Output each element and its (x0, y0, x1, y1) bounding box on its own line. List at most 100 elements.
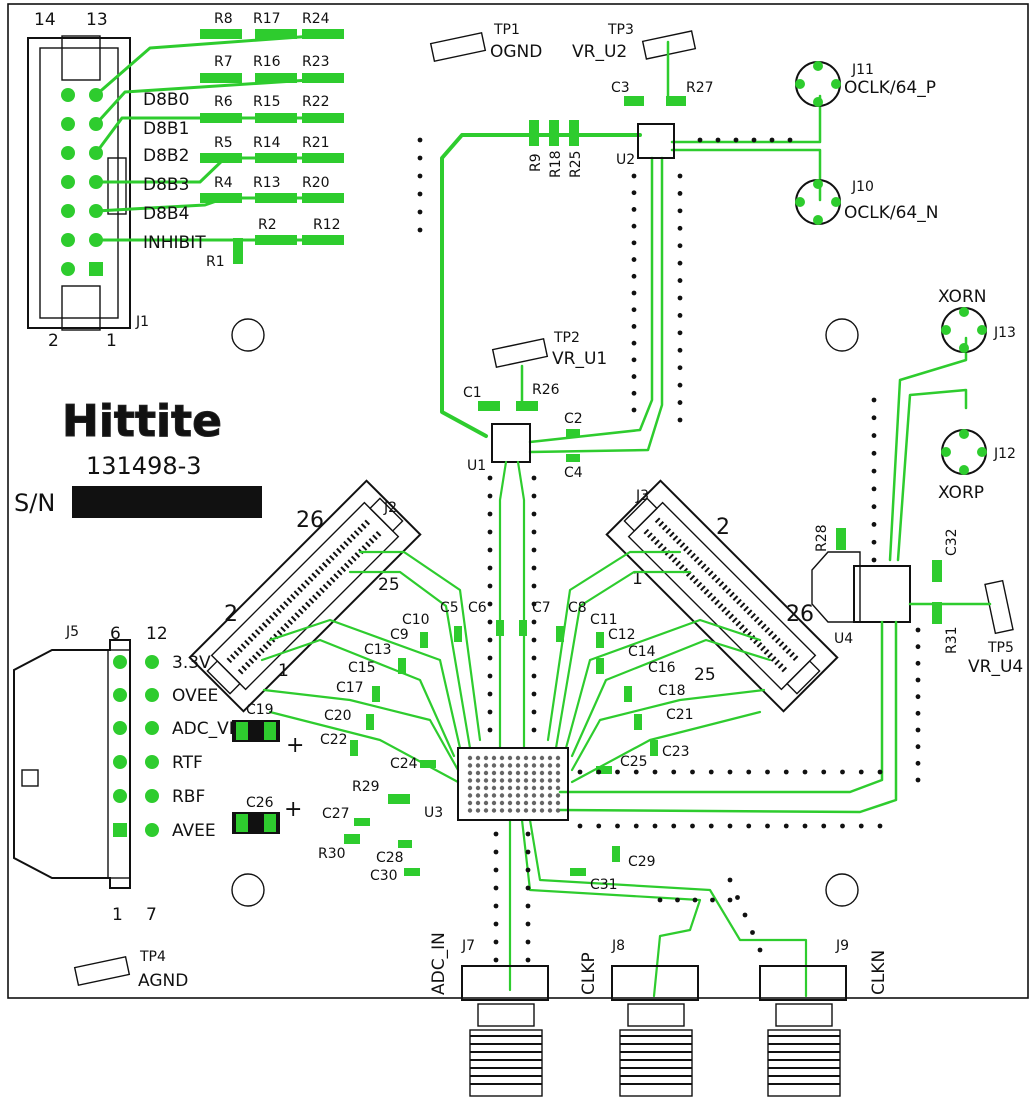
u2-ref: U2 (616, 152, 635, 168)
bga-ball (539, 778, 545, 783)
cap-c32: C32 (944, 528, 960, 556)
via (915, 710, 921, 716)
via (677, 295, 683, 301)
bga-ball (467, 755, 473, 761)
via (531, 511, 537, 517)
cap-c3: C3 (611, 80, 630, 96)
cap-c4: C4 (564, 465, 583, 481)
resistor-r16: R16 (253, 54, 281, 70)
u3-ball-grid (467, 755, 561, 813)
via (525, 867, 531, 873)
bga-ball (531, 785, 537, 791)
tp4-testpoint (73, 955, 131, 987)
via (677, 400, 683, 405)
cap-c24: C24 (390, 756, 418, 772)
j5-header (13, 639, 159, 889)
bga-ball (467, 763, 473, 768)
via (877, 769, 883, 775)
cap-c16: C16 (648, 660, 676, 676)
part-number: 131498-3 (86, 452, 202, 480)
bga-ball (467, 800, 473, 806)
bga-ball (523, 770, 529, 776)
resistor-r15: R15 (253, 94, 281, 110)
via (531, 547, 537, 553)
stitching-vias (417, 137, 921, 963)
via (577, 769, 583, 775)
via (417, 209, 423, 215)
tp1-testpoint (429, 31, 487, 63)
cap-c26-body (232, 812, 280, 834)
j5-signal-avee: AVEE (172, 821, 216, 841)
j1-pin-13-label: 13 (86, 10, 108, 30)
cap-c20: C20 (324, 708, 352, 724)
via (675, 897, 680, 903)
bga-ball (523, 800, 529, 806)
bga-ball (547, 763, 553, 768)
j5-pin-7: 7 (146, 905, 157, 925)
via (493, 831, 499, 837)
via (677, 382, 683, 388)
j10-ref: J10 (851, 179, 874, 195)
j1-signal-d8b2: D8B2 (143, 146, 189, 166)
resistor-r5: R5 (214, 135, 233, 151)
via (525, 939, 531, 945)
via (915, 744, 921, 750)
j3-pin-2: 2 (716, 515, 730, 540)
resistor-r20: R20 (302, 175, 330, 191)
resistor-r24: R24 (302, 11, 330, 27)
via (525, 849, 531, 855)
bga-ball (483, 793, 489, 798)
via (652, 769, 658, 775)
via (690, 823, 695, 829)
via (631, 324, 637, 329)
cap-c19-polarity: + (286, 733, 304, 758)
resistor-r2: R2 (258, 217, 277, 233)
via (787, 137, 793, 143)
cap-c29: C29 (628, 854, 656, 870)
via (697, 137, 703, 143)
bga-ball (555, 755, 561, 761)
via (746, 769, 752, 775)
via (531, 637, 537, 643)
via (525, 831, 531, 837)
via (487, 727, 493, 733)
via (677, 347, 683, 353)
j5-ref: J5 (65, 624, 79, 640)
cap-c25: C25 (620, 754, 648, 770)
j2-pin-25: 25 (378, 575, 400, 595)
j1-signal-d8b3: D8B3 (143, 175, 189, 195)
via (531, 601, 537, 607)
via (677, 191, 683, 196)
bga-ball (499, 763, 505, 768)
bga-ball (539, 785, 545, 791)
bga-ball (539, 770, 545, 776)
j5-pin-1: 1 (112, 905, 123, 925)
via (493, 939, 499, 945)
via (765, 823, 770, 829)
cap-c10: C10 (402, 612, 430, 628)
j2-pin-2: 2 (224, 602, 238, 627)
bga-ball (523, 763, 529, 768)
resistor-r31: R31 (944, 626, 960, 654)
resistor-r17: R17 (253, 11, 281, 27)
tp4-net: AGND (138, 971, 188, 991)
bga-ball (475, 755, 481, 761)
bga-ball (467, 793, 473, 798)
j5-pin-6: 6 (110, 624, 121, 644)
via (915, 694, 921, 700)
bga-ball (491, 778, 497, 783)
j12-ref: J12 (993, 446, 1016, 462)
via (871, 522, 877, 527)
via (487, 565, 493, 571)
cap-c22: C22 (320, 732, 348, 748)
bga-ball (531, 770, 537, 776)
bga-ball (507, 778, 513, 783)
j7-ref: J7 (461, 938, 475, 954)
cap-c13: C13 (364, 642, 392, 658)
via (677, 208, 683, 214)
bga-ball (555, 800, 561, 806)
via (733, 137, 739, 143)
via (531, 727, 537, 733)
via (531, 529, 537, 535)
